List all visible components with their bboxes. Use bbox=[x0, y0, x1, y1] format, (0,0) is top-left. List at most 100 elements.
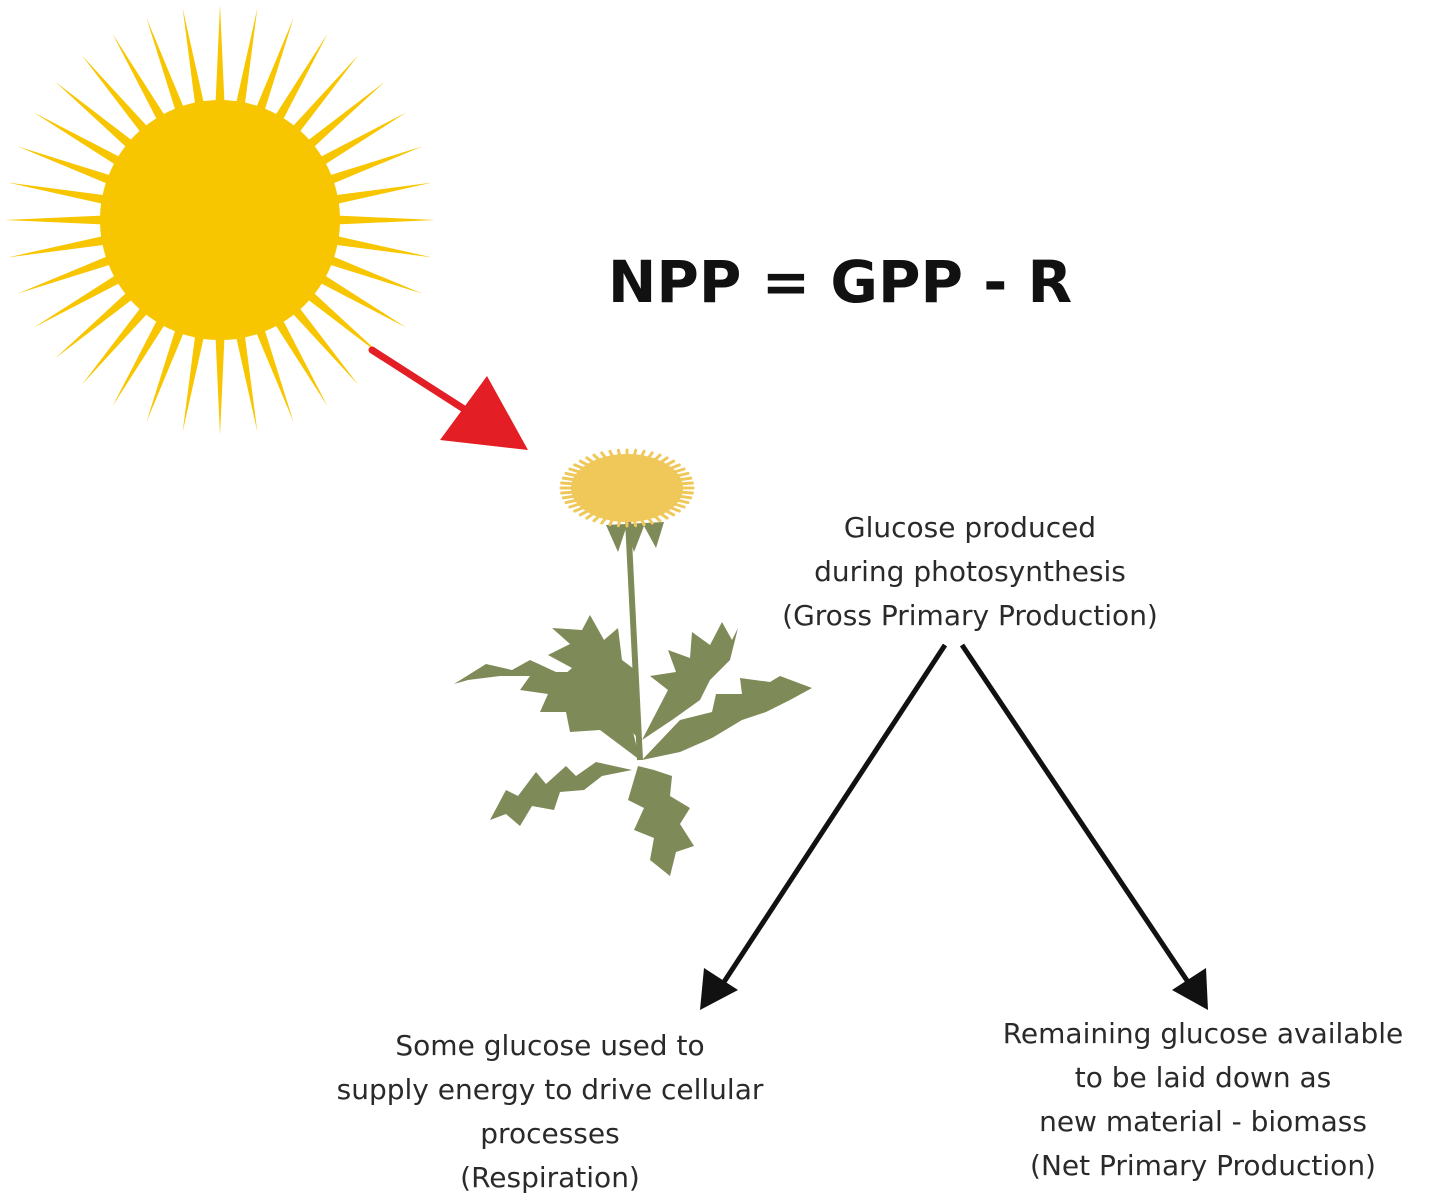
flower-petal bbox=[608, 509, 619, 527]
flower-petal bbox=[665, 489, 694, 495]
flower-petal bbox=[653, 503, 676, 517]
flower-petal bbox=[616, 510, 624, 528]
gpp-label: Glucose produced during photosynthesis (… bbox=[740, 506, 1200, 638]
sun-ray bbox=[316, 251, 423, 294]
npp-label: Remaining glucose available to be laid d… bbox=[975, 1012, 1431, 1188]
flower-petal bbox=[568, 498, 594, 509]
flower-petal bbox=[585, 505, 605, 520]
flower-petal bbox=[608, 449, 619, 467]
flower-petal bbox=[645, 507, 662, 523]
flower-petal bbox=[561, 476, 590, 484]
sun-ray bbox=[182, 8, 207, 118]
gpp-label-line: during photosynthesis bbox=[814, 555, 1126, 588]
respiration-label-line: supply energy to drive cellular bbox=[336, 1073, 764, 1106]
sun-ray bbox=[112, 33, 172, 132]
respiration-label-line: (Respiration) bbox=[460, 1161, 640, 1194]
flower-petal bbox=[578, 459, 601, 473]
sun-ray bbox=[146, 316, 189, 423]
equation-title: NPP = GPP - R bbox=[607, 248, 1073, 316]
flower-petal bbox=[560, 489, 589, 495]
sun-ray bbox=[81, 297, 157, 385]
sun-ray bbox=[283, 55, 359, 143]
flower-head bbox=[559, 448, 695, 528]
flower-petal bbox=[660, 467, 686, 478]
flower-petal bbox=[640, 508, 654, 525]
sun-ray bbox=[8, 233, 118, 258]
sun-ray bbox=[283, 297, 359, 385]
flower-petal bbox=[649, 505, 669, 520]
sun-ray bbox=[268, 308, 328, 407]
flower-petal bbox=[660, 498, 686, 509]
plant-leaves bbox=[454, 615, 812, 876]
sun-ray bbox=[112, 308, 172, 407]
flower-petal bbox=[592, 507, 609, 523]
flower-petal bbox=[564, 495, 592, 505]
sun-ray bbox=[297, 283, 385, 359]
flower-sepals bbox=[606, 522, 664, 552]
respiration-arrow-head bbox=[700, 968, 738, 1010]
flower-petal bbox=[640, 451, 654, 468]
sun-ray bbox=[251, 316, 294, 423]
sun-ray bbox=[17, 146, 124, 189]
flower-petal bbox=[585, 456, 605, 471]
npp-label-line: to be laid down as bbox=[1074, 1061, 1332, 1094]
flower-petal bbox=[560, 481, 589, 487]
flower-bloom bbox=[571, 454, 683, 522]
sun-ray bbox=[33, 112, 132, 172]
sun-ray bbox=[322, 182, 432, 207]
sun-ray bbox=[17, 251, 124, 294]
flower-petal bbox=[664, 492, 693, 500]
gpp-label-line: (Gross Primary Production) bbox=[782, 599, 1158, 632]
sun-ray bbox=[81, 55, 157, 143]
flower-petal bbox=[630, 510, 638, 528]
npp-label-line: new material - biomass bbox=[1039, 1105, 1367, 1138]
npp-arrow-head bbox=[1172, 968, 1208, 1010]
sun-icon bbox=[5, 5, 435, 435]
respiration-arrow-shaft bbox=[719, 643, 948, 987]
npp-label-line: (Net Primary Production) bbox=[1030, 1149, 1376, 1182]
sun-ray bbox=[214, 5, 226, 116]
flower-petal bbox=[657, 463, 681, 475]
npp-arrow-shaft bbox=[959, 643, 1193, 987]
respiration-label: Some glucose used to supply energy to dr… bbox=[300, 1024, 800, 1200]
sun-ray bbox=[308, 268, 407, 328]
flower-petal bbox=[564, 471, 592, 481]
respiration-label-line: Some glucose used to bbox=[395, 1029, 705, 1062]
sun-ray bbox=[182, 322, 207, 432]
sun-ray bbox=[233, 322, 258, 432]
gpp-label-line: Glucose produced bbox=[843, 511, 1097, 544]
sun-ray bbox=[316, 146, 423, 189]
sun-ray bbox=[146, 17, 189, 124]
flower-petal bbox=[662, 471, 690, 481]
sun-ray bbox=[55, 283, 143, 359]
sun-ray bbox=[5, 214, 116, 226]
respiration-label-line: processes bbox=[480, 1117, 620, 1150]
flower-petal bbox=[561, 492, 590, 500]
sun-ray bbox=[308, 112, 407, 172]
flower-petal bbox=[592, 453, 609, 469]
flower-petal bbox=[578, 503, 601, 517]
sun-ray bbox=[322, 233, 432, 258]
sun-ray bbox=[8, 182, 118, 207]
flower-petal bbox=[616, 448, 624, 466]
sun-ray bbox=[251, 17, 294, 124]
flower-petal bbox=[645, 453, 662, 469]
flower-petal bbox=[664, 476, 693, 484]
sun-ray bbox=[297, 81, 385, 157]
flower-petal bbox=[649, 456, 669, 471]
flower-petal bbox=[635, 449, 646, 467]
plant-stem bbox=[625, 519, 643, 761]
flower-petal bbox=[568, 467, 594, 478]
sun-ray bbox=[324, 214, 435, 226]
flower-petal bbox=[600, 451, 614, 468]
flower-petal bbox=[657, 501, 681, 513]
sun-disc bbox=[100, 100, 340, 340]
flower-petal bbox=[665, 481, 694, 487]
sun-ray bbox=[214, 324, 226, 435]
sun-ray bbox=[268, 33, 328, 132]
flower-petal bbox=[635, 509, 646, 527]
flower-petal bbox=[573, 501, 597, 513]
sun-ray bbox=[33, 268, 132, 328]
sun-ray bbox=[55, 81, 143, 157]
